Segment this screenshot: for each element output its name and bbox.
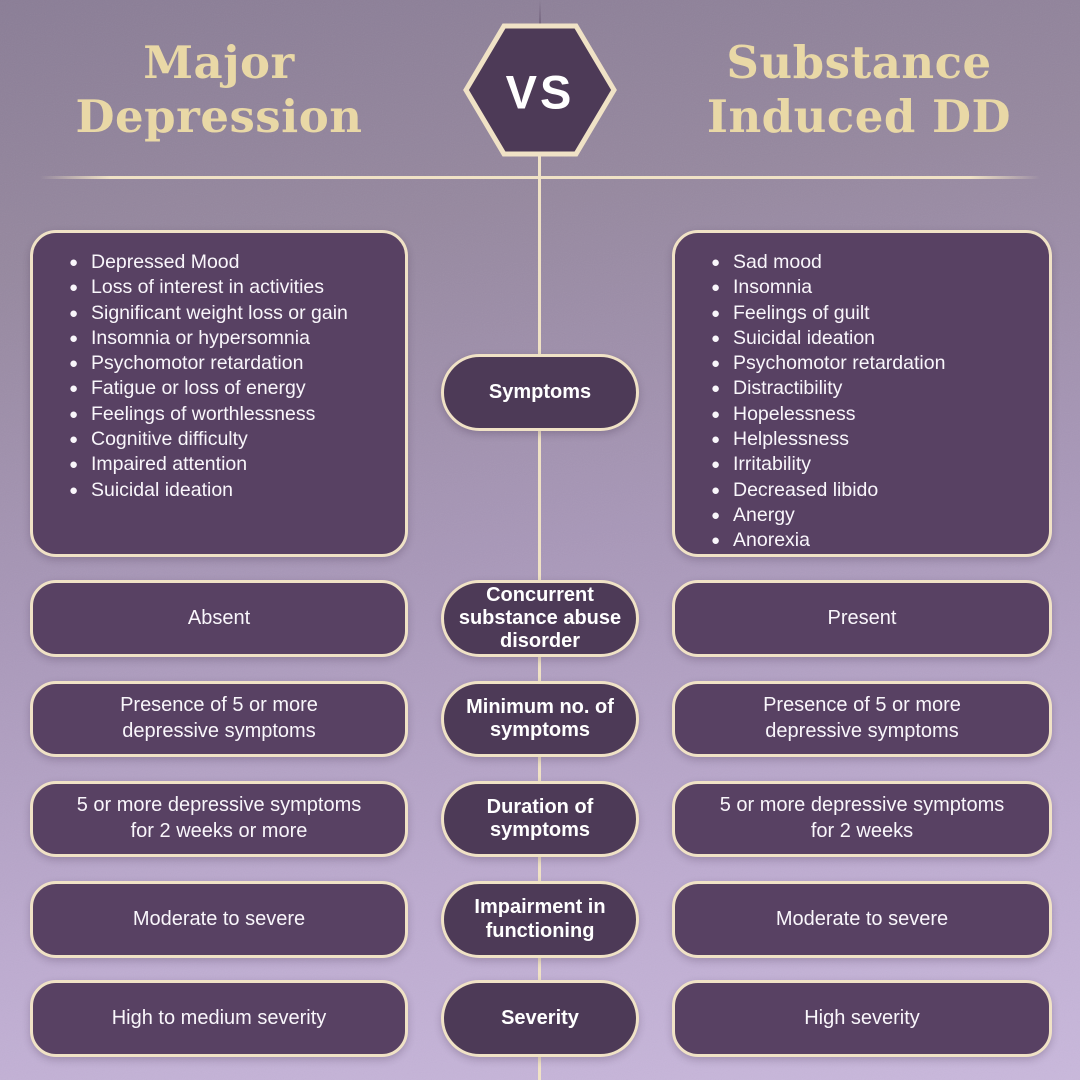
symptom-text: Impaired attention xyxy=(91,453,248,476)
row-label-severity: Severity xyxy=(441,980,639,1057)
symptom-item: ● Fatigue or loss of energy xyxy=(69,376,348,401)
symptom-text: Anergy xyxy=(733,503,795,526)
symptom-item: ● Cognitive difficulty xyxy=(69,427,348,452)
symptom-item: ● Significant weight loss or gain xyxy=(69,301,348,326)
bullet-icon: ● xyxy=(69,304,79,322)
left-symptoms-list: ● Depressed Mood ● Loss of interest in acti… xyxy=(69,250,348,503)
right-value-minimum-symptoms: Presence of 5 or more depressive symptom… xyxy=(672,681,1052,757)
symptom-text: Suicidal ideation xyxy=(733,326,876,349)
right-value-severity: High severity xyxy=(672,980,1052,1057)
bullet-icon: ● xyxy=(711,279,721,297)
symptom-item: ● Anorexia xyxy=(711,528,945,553)
bullet-icon: ● xyxy=(69,456,79,474)
bullet-icon: ● xyxy=(711,431,721,449)
bullet-icon: ● xyxy=(711,481,721,499)
right-title: Substance Induced DD xyxy=(706,36,1012,143)
symptom-item: ● Helplessness xyxy=(711,427,945,452)
symptom-text: Cognitive difficulty xyxy=(91,428,248,451)
right-value-concurrent: Present xyxy=(672,580,1052,657)
bullet-icon: ● xyxy=(711,405,721,423)
vs-label: VS xyxy=(506,66,575,119)
symptom-text: Significant weight loss or gain xyxy=(91,301,348,324)
bullet-icon: ● xyxy=(711,304,721,322)
right-value-duration: 5 or more depressive symptoms for 2 week… xyxy=(672,781,1052,857)
symptom-item: ● Psychomotor retardation xyxy=(711,351,945,376)
row-label-concurrent-substance-abuse: Concurrent substance abuse disorder xyxy=(441,580,639,657)
row-label-duration: Duration of symptoms xyxy=(441,781,639,857)
symptom-text: Sad mood xyxy=(733,251,822,273)
bullet-icon: ● xyxy=(69,380,79,398)
bullet-icon: ● xyxy=(711,506,721,524)
symptom-item: ● Feelings of worthlessness xyxy=(69,402,348,427)
symptom-item: ● Suicidal ideation xyxy=(711,326,945,351)
symptom-text: Irritability xyxy=(733,453,812,476)
bullet-icon: ● xyxy=(711,380,721,398)
bullet-icon: ● xyxy=(711,355,721,373)
symptom-item: ● Suicidal ideation xyxy=(69,478,348,503)
left-value-severity: High to medium severity xyxy=(30,980,408,1057)
symptom-text: Insomnia xyxy=(733,276,813,299)
row-label-symptoms: Symptoms xyxy=(441,354,639,431)
symptom-text: Decreased libido xyxy=(733,478,879,501)
bullet-icon: ● xyxy=(69,481,79,499)
symptom-text: Feelings of worthlessness xyxy=(91,402,316,425)
symptom-item: ● Impaired attention xyxy=(69,452,348,477)
symptom-item: ● Hopelessness xyxy=(711,402,945,427)
symptom-text: Distractibility xyxy=(733,377,843,400)
symptom-text: Feelings of guilt xyxy=(733,301,870,324)
symptom-item: ● Insomnia or hypersomnia xyxy=(69,326,348,351)
bullet-icon: ● xyxy=(711,532,721,550)
symptom-text: Fatigue or loss of energy xyxy=(91,377,306,400)
symptom-item: ● Loss of interest in activities xyxy=(69,275,348,300)
bullet-icon: ● xyxy=(69,279,79,297)
bullet-icon: ● xyxy=(711,456,721,474)
symptom-item: ● Depressed Mood xyxy=(69,250,348,275)
left-title: Major Depression xyxy=(75,36,363,143)
bullet-icon: ● xyxy=(69,329,79,347)
symptom-text: Insomnia or hypersomnia xyxy=(91,326,310,349)
symptom-text: Suicidal ideation xyxy=(91,478,234,501)
bullet-icon: ● xyxy=(69,355,79,373)
bullet-icon: ● xyxy=(69,405,79,423)
left-symptoms-panel: ● Depressed Mood ● Loss of interest in acti… xyxy=(30,230,408,557)
symptom-text: Anorexia xyxy=(733,529,810,552)
left-value-impairment: Moderate to severe xyxy=(30,881,408,958)
symptom-item: ● Psychomotor retardation xyxy=(69,351,348,376)
left-value-duration: 5 or more depressive symptoms for 2 week… xyxy=(30,781,408,857)
symptom-text: Loss of interest in activities xyxy=(91,276,325,299)
bullet-icon: ● xyxy=(69,254,79,271)
symptom-item: ● Anergy xyxy=(711,503,945,528)
row-label-minimum-symptoms: Minimum no. of symptoms xyxy=(441,681,639,757)
row-label-impairment: Impairment in functioning xyxy=(441,881,639,958)
symptom-text: Hopelessness xyxy=(733,402,856,425)
left-value-minimum-symptoms: Presence of 5 or more depressive symptom… xyxy=(30,681,408,757)
symptom-text: Helplessness xyxy=(733,428,849,451)
bullet-icon: ● xyxy=(711,254,721,271)
symptom-item: ● Distractibility xyxy=(711,376,945,401)
header-divider-line xyxy=(40,176,1040,179)
right-symptoms-panel: ● Sad mood ● Insomnia ● Feelings of guilt ● Sui… xyxy=(672,230,1052,557)
symptom-text: Psychomotor retardation xyxy=(91,352,304,375)
left-value-concurrent: Absent xyxy=(30,580,408,657)
right-symptoms-list: ● Sad mood ● Insomnia ● Feelings of guilt ● Sui… xyxy=(711,250,945,554)
bullet-icon: ● xyxy=(711,329,721,347)
symptom-item: ● Sad mood xyxy=(711,250,945,275)
vs-badge: VS xyxy=(458,18,622,162)
symptom-item: ● Insomnia xyxy=(711,275,945,300)
symptom-item: ● Decreased libido xyxy=(711,478,945,503)
symptom-item: ● Feelings of guilt xyxy=(711,301,945,326)
bullet-icon: ● xyxy=(69,431,79,449)
symptom-text: Depressed Mood xyxy=(91,251,240,273)
right-value-impairment: Moderate to severe xyxy=(672,881,1052,958)
symptom-text: Psychomotor retardation xyxy=(733,352,946,375)
symptom-item: ● Irritability xyxy=(711,452,945,477)
